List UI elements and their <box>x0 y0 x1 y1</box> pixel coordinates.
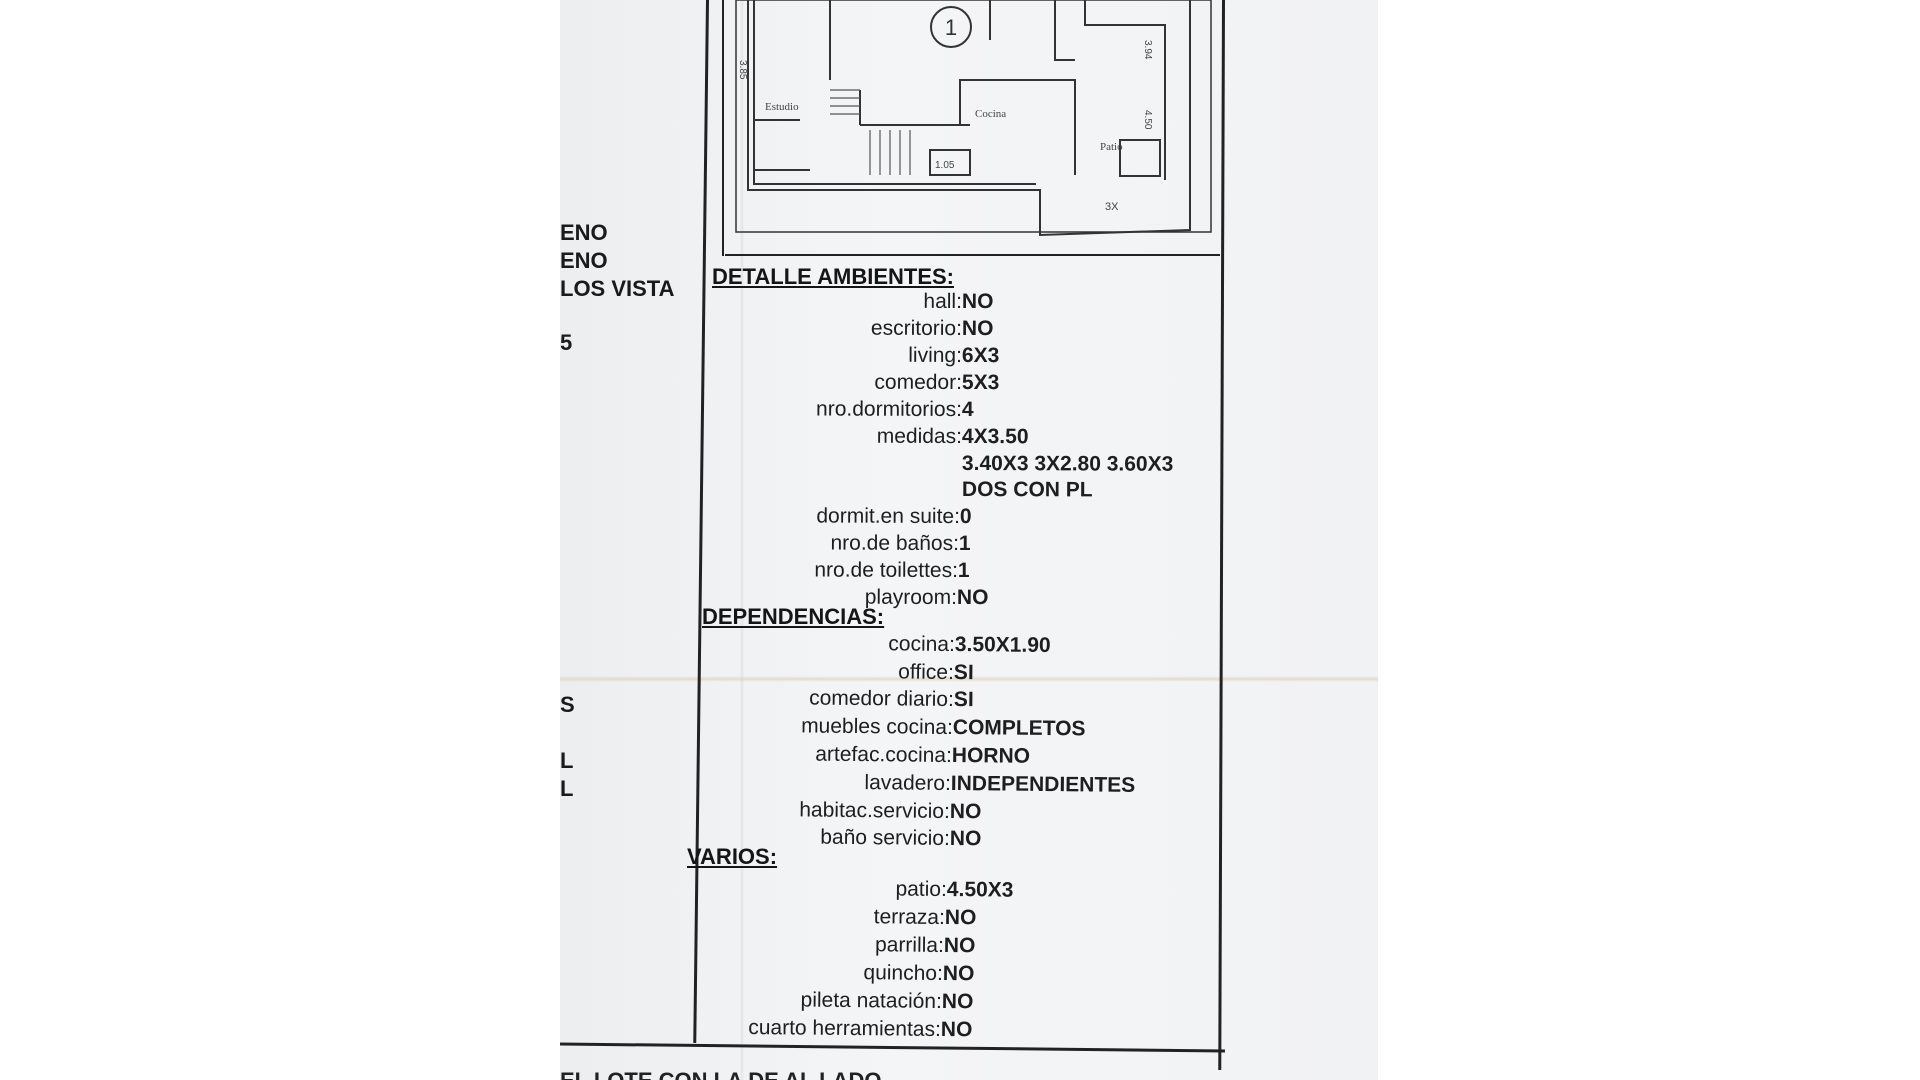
field-value: 3.40X3 3X2.80 3.60X3 <box>961 452 1174 476</box>
field-label: parrilla: <box>874 933 944 957</box>
box-bottom-border <box>560 1042 1225 1053</box>
field-label: medidas: <box>876 424 962 448</box>
left-fragment: L <box>560 748 574 773</box>
field-label: lavadero: <box>864 771 951 795</box>
field-value: 0 <box>959 505 972 529</box>
plan-dimension: 1.05 <box>935 160 955 171</box>
box-left-border <box>693 0 709 1043</box>
field-label: nro.de toilettes: <box>814 558 958 582</box>
field-label: nro.de baños: <box>830 531 959 555</box>
field-value: 4.50X3 <box>946 878 1014 902</box>
field-value: SI <box>953 688 974 712</box>
field-value: 4 <box>961 398 974 422</box>
field-value: NO <box>949 827 982 851</box>
field-label: pileta natación: <box>800 988 942 1013</box>
field-label: hall: <box>923 289 962 313</box>
field-value: COMPLETOS <box>952 716 1086 741</box>
plan-circle-label: 1 <box>945 15 957 40</box>
field-label: cuarto herramientas: <box>748 1015 941 1041</box>
field-value: INDEPENDIENTES <box>950 772 1136 797</box>
left-fragment: L <box>560 776 574 801</box>
plan-room-label: Estudio <box>765 101 799 113</box>
document-paper: ENO ENO LOS VISTA 5 S L L <box>560 0 1378 1080</box>
field-label: office: <box>898 660 954 684</box>
field-value: SI <box>953 661 974 685</box>
field-value: NO <box>942 962 975 986</box>
vertical-fold <box>740 0 744 1080</box>
field-label: nro.dormitorios: <box>816 397 962 421</box>
field-value: HORNO <box>951 744 1031 768</box>
plan-room-label: Patio <box>1100 141 1123 153</box>
field-value: 5X3 <box>961 371 1000 395</box>
field-label: habitac.servicio: <box>799 798 950 823</box>
field-value: 1 <box>958 532 971 556</box>
section-title-dependencias: DEPENDENCIAS: <box>702 604 885 629</box>
field-label: baño servicio: <box>820 825 950 850</box>
field-label: comedor: <box>874 370 962 394</box>
field-value: NO <box>949 800 982 824</box>
field-value: 3.50X1.90 <box>954 633 1051 658</box>
field-value: NO <box>943 934 976 958</box>
field-label: quincho: <box>863 961 943 985</box>
field-value: NO <box>956 586 989 610</box>
left-fragment: LOS VISTA <box>560 276 675 301</box>
section-title-ambientes: DETALLE AMBIENTES: <box>712 264 954 289</box>
plan-dimension: 3.94 <box>1142 40 1153 60</box>
field-label: cocina: <box>888 632 955 656</box>
plan-dimension: 3.85 <box>737 60 748 80</box>
plan-dimension: 4.50 <box>1142 110 1153 130</box>
floor-plan: 1 Estudio Cocina Patio 3.85 3.94 4.50 3X… <box>735 0 1212 237</box>
plan-bottom-border <box>725 254 1220 256</box>
left-fragment: 5 <box>560 330 573 355</box>
bottom-cutoff-text: EL LOTE CON LA DE AL LADO <box>560 1068 881 1080</box>
field-value: 6X3 <box>961 344 1000 368</box>
field-value: NO <box>941 990 974 1014</box>
field-label: dormit.en suite: <box>816 504 960 528</box>
plan-room-label: Cocina <box>975 108 1006 120</box>
field-value: 1 <box>957 559 970 583</box>
field-value: 4X3.50 <box>961 425 1029 449</box>
field-value: NO <box>961 317 994 341</box>
field-label: living: <box>908 343 962 367</box>
section-title-varios: VARIOS: <box>687 844 778 869</box>
plan-circle-marker <box>930 6 972 48</box>
plan-left-border <box>722 0 724 256</box>
field-value: NO <box>940 1018 973 1042</box>
left-fragment: S <box>560 692 575 717</box>
field-label: escritorio: <box>870 316 962 340</box>
horizontal-fold <box>560 676 1378 682</box>
field-value: NO <box>961 290 994 314</box>
plan-dimension: 3X <box>1105 201 1119 213</box>
field-label: artefac.cocina: <box>815 742 952 767</box>
field-value: NO <box>944 906 977 930</box>
field-label: terraza: <box>873 905 945 929</box>
field-label: patio: <box>895 877 947 901</box>
field-value: DOS CON PL <box>961 478 1093 502</box>
left-fragment: ENO <box>560 220 608 245</box>
left-fragment: ENO <box>560 248 608 273</box>
field-label: muebles cocina: <box>801 714 953 739</box>
field-label: comedor diario: <box>809 686 954 711</box>
